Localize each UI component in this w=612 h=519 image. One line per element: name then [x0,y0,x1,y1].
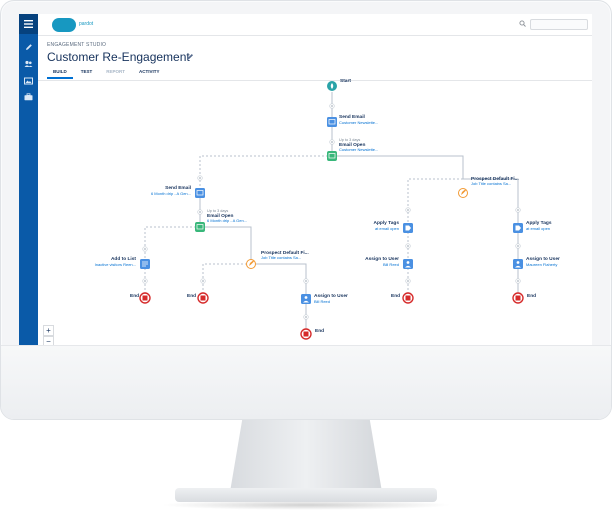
start-label: Start [340,78,351,84]
end-label: End [187,293,196,299]
assign-user-node-right[interactable]: Assign to User Maureen Flaherty [513,256,560,269]
assign-user-2-sub: Bill Reed [314,299,330,304]
salesforce-logo [52,18,76,32]
zoom-in-button[interactable]: + [43,325,54,336]
tab-activity[interactable]: ACTIVITY [139,69,160,74]
apply-tags-node-right[interactable]: Apply Tags at email open [513,220,552,233]
send-email-1-sub: Customer Newslette... [339,120,378,125]
end-label: End [527,293,536,299]
send-email-node-1[interactable]: Send Email Customer Newslette... [327,114,378,127]
assign-user-node-left[interactable]: Assign to User Bill Reed [365,256,413,269]
monitor-chin [1,345,611,419]
start-node[interactable]: Start [327,78,351,91]
monitor-shadow [160,500,452,510]
send-email-node-2[interactable]: Send Email 6 Month drip - A Gen... [151,185,205,198]
pencil-icon[interactable] [19,40,38,54]
end-label: End [315,328,324,334]
email-open-2-sub: 6 Month drip - A Gen... [207,218,247,223]
search-icon[interactable] [519,20,526,29]
product-logo-text: pardot [79,21,94,27]
prospect-rule-node-2[interactable]: Prospect Default Fi... Job Title contain… [246,250,309,269]
flow-connectors [199,92,519,333]
email-open-1-meta: Up to 3 days [339,138,360,142]
users-icon[interactable] [19,57,38,71]
email-open-1-sub: Customer Newslette... [339,147,378,152]
prospect-rule-2-label: Prospect Default Fi... [261,250,309,256]
email-open-node-2[interactable]: Up to 3 days Email Open 6 Month drip - A… [195,209,247,232]
tab-bar: BUILD TEST REPORT ACTIVITY [47,69,168,79]
assign-user-left-label: Assign to User [365,256,399,262]
apply-tags-right-sub: at email open [526,226,550,231]
menu-icon[interactable] [19,14,38,34]
end-label: End [130,293,139,299]
end-node[interactable]: End [391,292,414,304]
apply-tags-node-left[interactable]: Apply Tags at email open [374,220,414,233]
apply-tags-right-label: Apply Tags [526,220,552,226]
prospect-rule-1-label: Prospect Default Fi... [471,176,519,182]
assign-user-2-label: Assign to User [314,293,348,299]
email-open-1-label: Email Open [339,142,365,148]
image-icon[interactable] [19,74,38,88]
zoom-out-button[interactable]: − [43,336,54,345]
apply-tags-left-label: Apply Tags [374,220,400,226]
end-node[interactable]: End [130,292,151,304]
page-title: Customer Re-Engagement [47,50,190,64]
edit-title-icon[interactable] [187,53,194,62]
tab-test[interactable]: TEST [80,69,93,74]
global-search-input[interactable] [530,19,588,30]
app-screen: pardot ENGAGEMENT STUDIO Customer Re-Eng… [19,14,592,345]
add-to-list-node[interactable]: Add to List Inactive visitors Reen... [95,256,150,269]
app-name: ENGAGEMENT STUDIO [47,42,107,48]
add-to-list-sub: Inactive visitors Reen... [95,262,136,267]
add-to-list-label: Add to List [111,256,136,262]
email-open-node-1[interactable]: Up to 3 days Email Open Customer Newslet… [327,138,378,161]
assign-user-right-label: Assign to User [526,256,560,262]
send-email-2-label: Send Email [165,185,191,191]
end-node[interactable]: End [300,328,324,340]
assign-user-node-2[interactable]: Assign to User Bill Reed [301,293,348,304]
send-email-2-sub: 6 Month drip - A Gen... [151,191,191,196]
flow-canvas[interactable]: Start Send Email Customer Newslette... U… [19,14,592,345]
global-nav-rail [19,14,38,345]
prospect-rule-2-sub: Job Title contains Sa... [261,255,301,260]
end-node[interactable]: End [187,292,209,304]
header-divider [38,80,592,81]
email-open-2-meta: Up to 3 days [207,209,228,213]
prospect-rule-1-sub: Job Title contains Sa... [471,181,511,186]
monitor-stand-neck [230,420,382,492]
page-header: ENGAGEMENT STUDIO Customer Re-Engagement… [38,36,592,80]
tab-build[interactable]: BUILD [47,69,73,79]
briefcase-icon[interactable] [19,90,38,104]
monitor-stand-base [175,488,437,502]
assign-user-right-sub: Maureen Flaherty [526,262,557,267]
flow-connectors-dashed [144,155,463,297]
global-header: pardot [38,14,592,36]
end-label: End [391,293,400,299]
apply-tags-left-sub: at email open [375,226,399,231]
send-email-1-label: Send Email [339,114,365,120]
assign-user-left-sub: Bill Reed [383,262,399,267]
tab-report[interactable]: REPORT [106,69,126,74]
end-node[interactable]: End [512,292,536,304]
prospect-rule-node-1[interactable]: Prospect Default Fi... Job Title contain… [458,176,519,198]
email-open-2-label: Email Open [207,213,233,219]
